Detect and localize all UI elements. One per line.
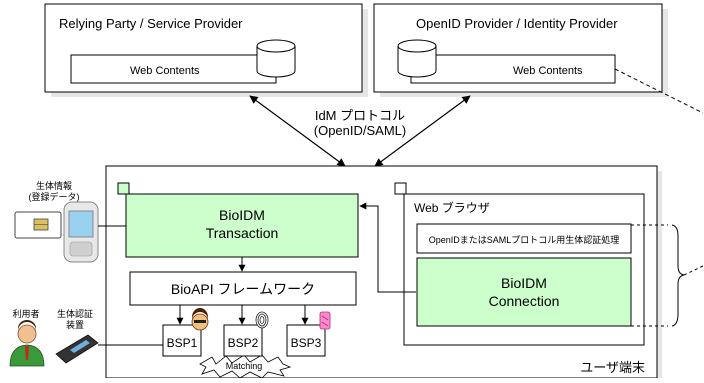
relying-party-box: Relying Party / Service Provider Web Con…	[44, 3, 368, 97]
matching-burst	[199, 354, 292, 379]
rp-database-icon	[256, 39, 296, 78]
user-person-icon	[9, 320, 45, 367]
auth-plugin-label: OpenIDまたはSAMLプロトコル用生体認証処理	[429, 234, 620, 245]
openid-provider-title: OpenID Provider / Identity Provider	[416, 16, 618, 31]
brace-dashed-connector	[683, 265, 704, 276]
bsp2-box	[223, 324, 263, 357]
op-web-contents	[410, 54, 616, 84]
bioapi-framework-label: BioAPI フレームワーク	[171, 281, 315, 297]
bioapi-framework	[129, 271, 357, 306]
bioidm-transaction	[125, 193, 359, 258]
device-label: 生体認証	[57, 308, 93, 319]
relying-party-title: Relying Party / Service Provider	[59, 16, 243, 31]
bsp3-label: BSP3	[291, 336, 322, 350]
bsp1-label: BSP1	[167, 336, 198, 350]
bsp3-box	[286, 324, 326, 357]
bio-info-sublabel: (登録データ)	[29, 191, 80, 202]
protocol-sublabel: (OpenID/SAML)	[314, 123, 406, 138]
bsp1-box	[162, 324, 202, 357]
protocol-label: IdM プロトコル	[315, 108, 405, 123]
bioidm-transaction-line2: Transaction	[206, 225, 279, 241]
bioidm-connection-line2: Connection	[489, 293, 560, 309]
device-sublabel: 装置	[66, 319, 84, 330]
smart-card-icon	[14, 211, 62, 239]
bsp2-label: BSP2	[228, 336, 259, 350]
fingerprint-icon	[255, 311, 269, 329]
user-label: 利用者	[12, 308, 39, 319]
bioidm-transaction-line1: BioIDM	[219, 207, 265, 223]
bioidm-connection-line1: BioIDM	[501, 275, 547, 291]
user-terminal-label: ユーザ端末	[580, 360, 645, 375]
bioidm-connection	[416, 257, 632, 327]
op-protocol-arrow	[374, 95, 471, 167]
right-brace	[671, 224, 685, 327]
face-icon	[191, 308, 209, 331]
matching-label: Matching	[226, 361, 263, 371]
rp-protocol-arrow	[249, 95, 346, 167]
biometric-device-icon	[55, 334, 99, 364]
bio-info-label: 生体情報	[36, 180, 72, 191]
op-dashed-connector	[614, 68, 704, 114]
rp-web-contents-label: Web Contents	[130, 65, 200, 77]
browser-corner-marker	[394, 182, 407, 195]
auth-plugin-box	[416, 223, 632, 254]
mobile-phone-icon	[63, 201, 99, 263]
op-web-contents-label: Web Contents	[513, 65, 583, 77]
terminal-corner-marker	[117, 182, 130, 195]
rp-web-contents	[70, 54, 277, 84]
vein-icon	[319, 311, 331, 330]
op-database-icon	[397, 39, 437, 78]
openid-provider-box: OpenID Provider / Identity Provider Web …	[373, 3, 668, 97]
web-browser-title: Web ブラウザ	[414, 200, 490, 215]
connection-to-transaction-arrow	[359, 202, 416, 293]
